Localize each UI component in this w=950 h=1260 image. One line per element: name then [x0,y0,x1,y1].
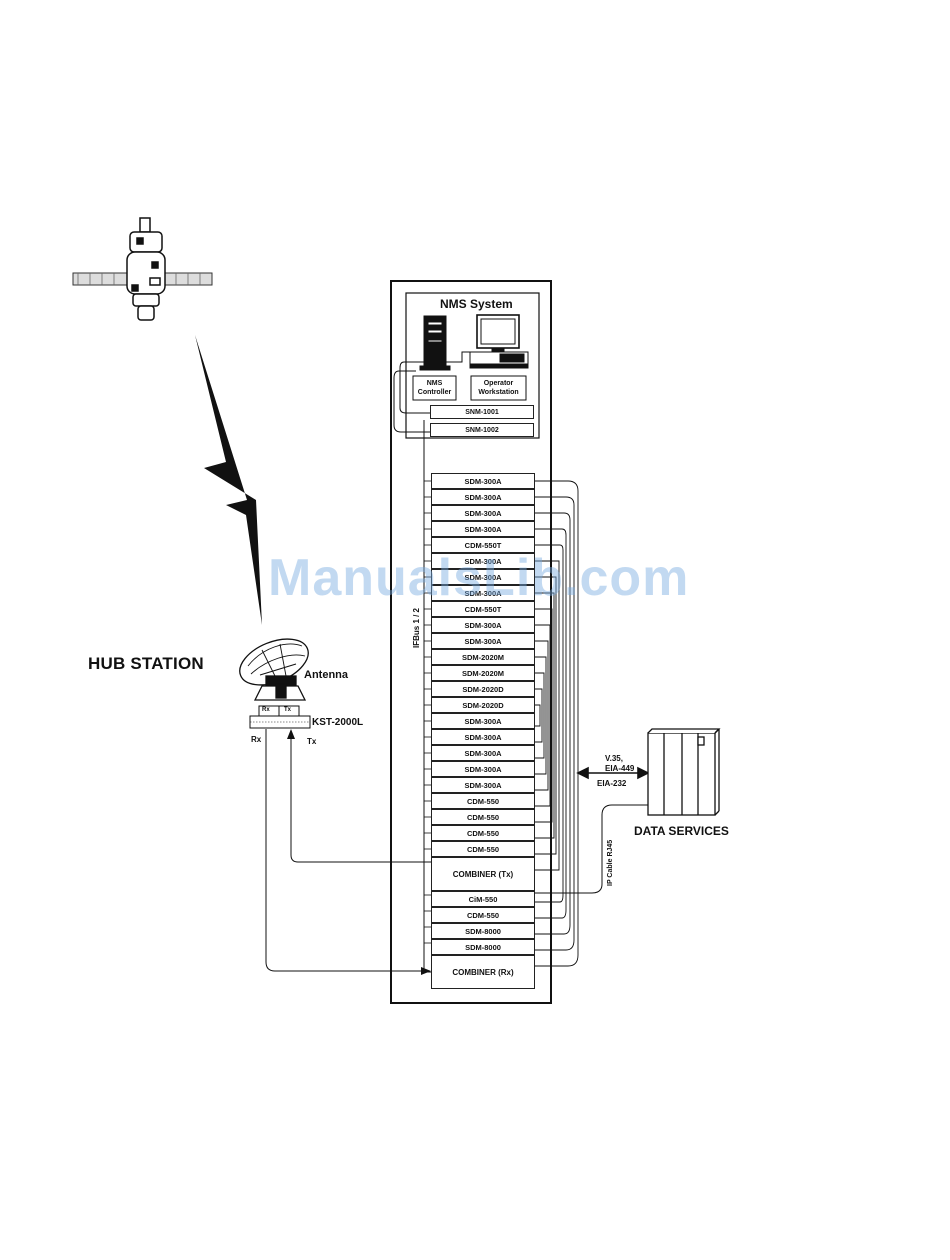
rack-unit: COMBINER (Tx) [431,857,535,891]
rack-unit: SDM-300A [431,569,535,585]
rack-unit: SDM-300A [431,521,535,537]
rack-unit: CDM-550 [431,841,535,857]
kst-2000l-label: KST-2000L [312,717,364,728]
ifbus-label: IFBus 1 / 2 [412,607,421,648]
satellite-icon [72,217,213,321]
rack-unit: SDM-300A [431,745,535,761]
rack-unit: CDM-550 [431,907,535,923]
kst-2000l-unit [249,705,311,729]
rack-unit: SDM-300A [431,473,535,489]
snm-unit: SNM-1001 [430,405,534,419]
nms-controller-label: NMS Controller [417,380,452,396]
tx-label: Tx [307,737,317,746]
nms-system-title: NMS System [440,297,513,311]
rack-unit: SDM-2020D [431,697,535,713]
rack-unit: COMBINER (Rx) [431,955,535,989]
rack-unit: CDM-550 [431,825,535,841]
kst-rx-port-label: Rx [262,707,270,713]
antenna-label: Antenna [304,669,348,681]
hub-station-label: HUB STATION [88,654,204,673]
operator-workstation-icon [469,314,529,369]
lightning-bolt-icon [195,335,262,625]
watermark: ManualsLib.com [268,549,690,607]
kst-tx-port-label: Tx [284,707,292,713]
rack-unit: SDM-300A [431,505,535,521]
rack-unit: SDM-8000 [431,923,535,939]
rack-unit: SDM-300A [431,761,535,777]
nms-system-box [405,292,540,439]
nms-controller-computer-icon [419,315,451,371]
rack-unit: SDM-300A [431,729,535,745]
equipment-rack-frame [390,280,552,1004]
rack-unit: SDM-300A [431,489,535,505]
rack-unit: SDM-2020D [431,681,535,697]
rack-unit: SDM-300A [431,585,535,601]
rack-unit: SDM-2020M [431,665,535,681]
snm-unit: SNM-1002 [430,423,534,437]
rack-unit: CDM-550T [431,537,535,553]
data-services-label: DATA SERVICES [634,824,729,838]
rack-unit: SDM-8000 [431,939,535,955]
antenna-dish-icon [239,638,309,701]
interface-label: V.35, EIA-449 [605,754,635,773]
rack-unit: SDM-300A [431,553,535,569]
rack-unit: SDM-300A [431,713,535,729]
rack-unit: CiM-550 [431,891,535,907]
rack-unit: SDM-2020M [431,649,535,665]
rack-unit: CDM-550 [431,793,535,809]
rack-unit: SDM-300A [431,633,535,649]
data-services-cabinet-icon [647,728,721,816]
eia-232-label: EIA-232 [597,779,627,788]
operator-workstation-label: Operator Workstation [478,380,519,396]
rack-unit: SDM-300A [431,777,535,793]
rack-unit: SDM-300A [431,617,535,633]
rack-unit: CDM-550 [431,809,535,825]
rack-unit: CDM-550T [431,601,535,617]
rx-label: Rx [251,735,262,744]
ip-cable-label: IP Cable RJ45 [607,839,614,886]
